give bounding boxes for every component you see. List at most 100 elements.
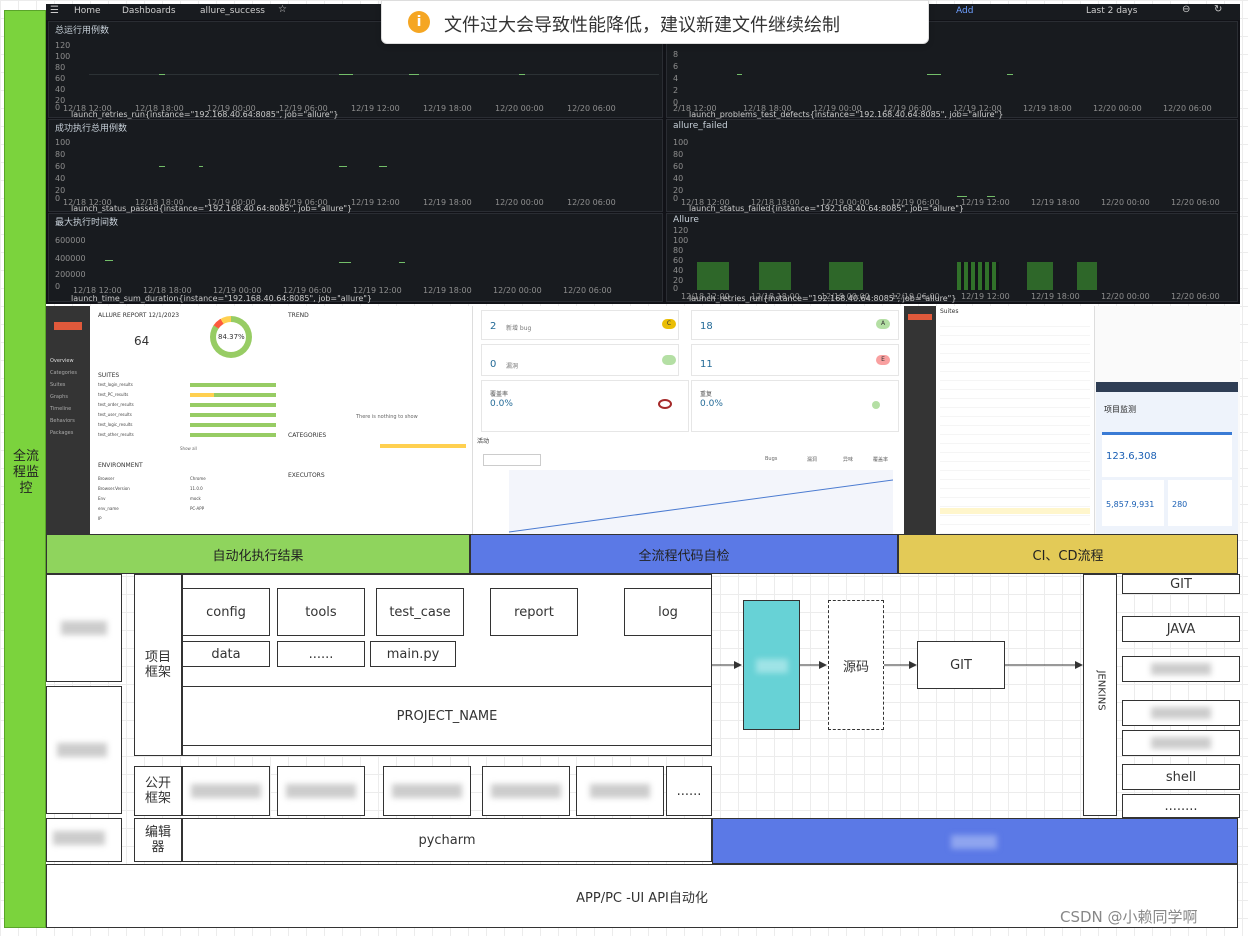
- nav-behaviors[interactable]: Behaviors: [50, 418, 75, 424]
- blurred-text: [1151, 737, 1211, 749]
- mobile-card-left: 5,857.9,931: [1102, 480, 1164, 526]
- x-tick: 12/19 18:00: [1031, 198, 1080, 207]
- x-tick: 12/20 06:00: [563, 286, 612, 295]
- breadcrumb-allure-success[interactable]: allure_success: [200, 6, 265, 16]
- x-tick: 12/19 00:00: [821, 198, 870, 207]
- tools-box: tools: [277, 588, 365, 636]
- selected-row: [940, 508, 1090, 514]
- x-tick: 12/19 18:00: [1023, 104, 1072, 113]
- vulns-card: 0 漏洞: [481, 344, 679, 376]
- blurred-text: [756, 659, 788, 673]
- chart-panel-allure: Allure 120 100 80 60 40 20 0 12/18 12:00…: [666, 213, 1238, 303]
- breadcrumb-dashboards[interactable]: Dashboards: [122, 6, 176, 16]
- env-value: PC-APP: [190, 506, 205, 511]
- right-item-java: JAVA: [1122, 616, 1240, 642]
- x-tick: 12/20 00:00: [493, 286, 542, 295]
- refresh-icon[interactable]: ↻: [1214, 4, 1223, 15]
- x-tick: 12/19 06:00: [883, 104, 932, 113]
- env-row: Browser: [98, 476, 114, 481]
- suites-title: Suites: [940, 308, 959, 315]
- panel-title: allure_failed: [673, 121, 728, 131]
- y-tick: 0: [673, 98, 679, 107]
- y-tick: 0: [673, 194, 679, 203]
- add-button[interactable]: Add: [956, 6, 974, 16]
- legend-coverage: 覆盖率: [873, 457, 889, 463]
- activity-title: 活动: [477, 438, 490, 445]
- chart-panel-passed: 成功执行总用例数 100 80 60 40 20 0 12/18 12:00 1…: [48, 119, 663, 213]
- series-line: [89, 74, 659, 75]
- x-tick: 12/20 00:00: [1101, 292, 1150, 301]
- blurred-text: [286, 784, 356, 798]
- activity-select[interactable]: [483, 454, 541, 466]
- suite-bar: [190, 413, 276, 417]
- legend-entry: launch_problems_test_defects{instance="1…: [689, 110, 1004, 119]
- panel-title: 成功执行总用例数: [55, 124, 128, 134]
- series-segment: [159, 74, 165, 75]
- x-tick: 12/20 00:00: [1101, 198, 1150, 207]
- band-code-check: 全流程代码自检: [470, 534, 898, 574]
- y-tick: 100: [55, 138, 71, 147]
- ellipsis-box: ......: [277, 641, 365, 667]
- hotspots-grade: E: [876, 355, 890, 365]
- menu-icon[interactable]: ☰: [50, 5, 59, 16]
- executors-title: EXECUTORS: [288, 472, 325, 479]
- y-tick: 80: [55, 150, 66, 159]
- x-tick: 12/19 06:00: [891, 292, 940, 301]
- x-tick: 12/18 18:00: [743, 104, 792, 113]
- show-all-link[interactable]: Show all: [180, 446, 197, 451]
- band-label: CI、CD流程: [1032, 548, 1104, 564]
- y-tick: 0: [55, 103, 61, 112]
- mobile-card-right: 280: [1168, 480, 1232, 526]
- right-item-blurred-2: [1122, 700, 1240, 726]
- info-icon: i: [408, 11, 430, 33]
- x-tick: 12/19 06:00: [891, 198, 940, 207]
- vulns-value: 0: [490, 359, 497, 370]
- x-tick: 12/18 18:00: [143, 286, 192, 295]
- mobile-value-right: 280: [1172, 500, 1188, 509]
- suite-bar: [190, 403, 276, 407]
- y-tick: 60: [55, 162, 66, 171]
- bar-block: [759, 262, 791, 290]
- nav-graphs[interactable]: Graphs: [50, 394, 68, 400]
- test-case-count: 64: [134, 334, 150, 348]
- test-case-box: test_case: [376, 588, 464, 636]
- x-tick: 12/19 18:00: [423, 198, 472, 207]
- nav-packages[interactable]: Packages: [50, 430, 74, 436]
- y-tick: 100: [673, 138, 689, 147]
- star-icon[interactable]: ☆: [278, 4, 287, 15]
- report-title: ALLURE REPORT 12/1/2023: [98, 312, 180, 319]
- nav-timeline[interactable]: Timeline: [50, 406, 72, 412]
- x-tick: 12/18 18:00: [751, 198, 800, 207]
- blurred-text: [1151, 663, 1211, 675]
- suite-bar: [190, 433, 276, 437]
- y-tick: 20: [673, 276, 684, 285]
- nav-categories[interactable]: Categories: [50, 370, 77, 376]
- series-segment: [379, 166, 387, 167]
- bugs-card: 2 新增 bug C: [481, 310, 679, 340]
- band-label: 全流程代码自检: [638, 548, 730, 564]
- allure-report: Overview Categories Suites Graphs Timeli…: [46, 306, 472, 534]
- zoom-out-icon[interactable]: ⊖: [1182, 4, 1191, 15]
- time-range-picker[interactable]: Last 2 days: [1086, 6, 1138, 16]
- y-tick: 80: [55, 63, 66, 72]
- panel-title: Allure: [673, 215, 699, 225]
- editor-label: 编辑器: [134, 818, 182, 862]
- nav-overview[interactable]: Overview: [50, 358, 74, 364]
- env-row: Browser.Version: [98, 486, 130, 491]
- nav-suites[interactable]: Suites: [50, 382, 66, 388]
- x-tick: 12/19 00:00: [207, 104, 256, 113]
- jenkins-label: JENKINS: [1095, 670, 1107, 711]
- chart-panel-duration: 最大执行时间数 600000 400000 200000 0 12/18 12:…: [48, 213, 663, 303]
- env-key: env_name: [98, 506, 119, 511]
- left-strip-label: 全流程监控: [12, 449, 39, 496]
- y-tick: 0: [55, 194, 61, 203]
- env-key: Browser: [98, 476, 115, 481]
- blurred-text: [57, 743, 107, 757]
- bugs-label: 新增 bug: [506, 325, 532, 332]
- x-tick: 12/19 06:00: [283, 286, 332, 295]
- right-item-shell: shell: [1122, 764, 1240, 790]
- y-tick: 40: [673, 266, 684, 275]
- hotspots-value: 11: [700, 359, 713, 370]
- breadcrumb-home[interactable]: Home: [74, 6, 101, 16]
- label-text: 编辑器: [144, 825, 171, 855]
